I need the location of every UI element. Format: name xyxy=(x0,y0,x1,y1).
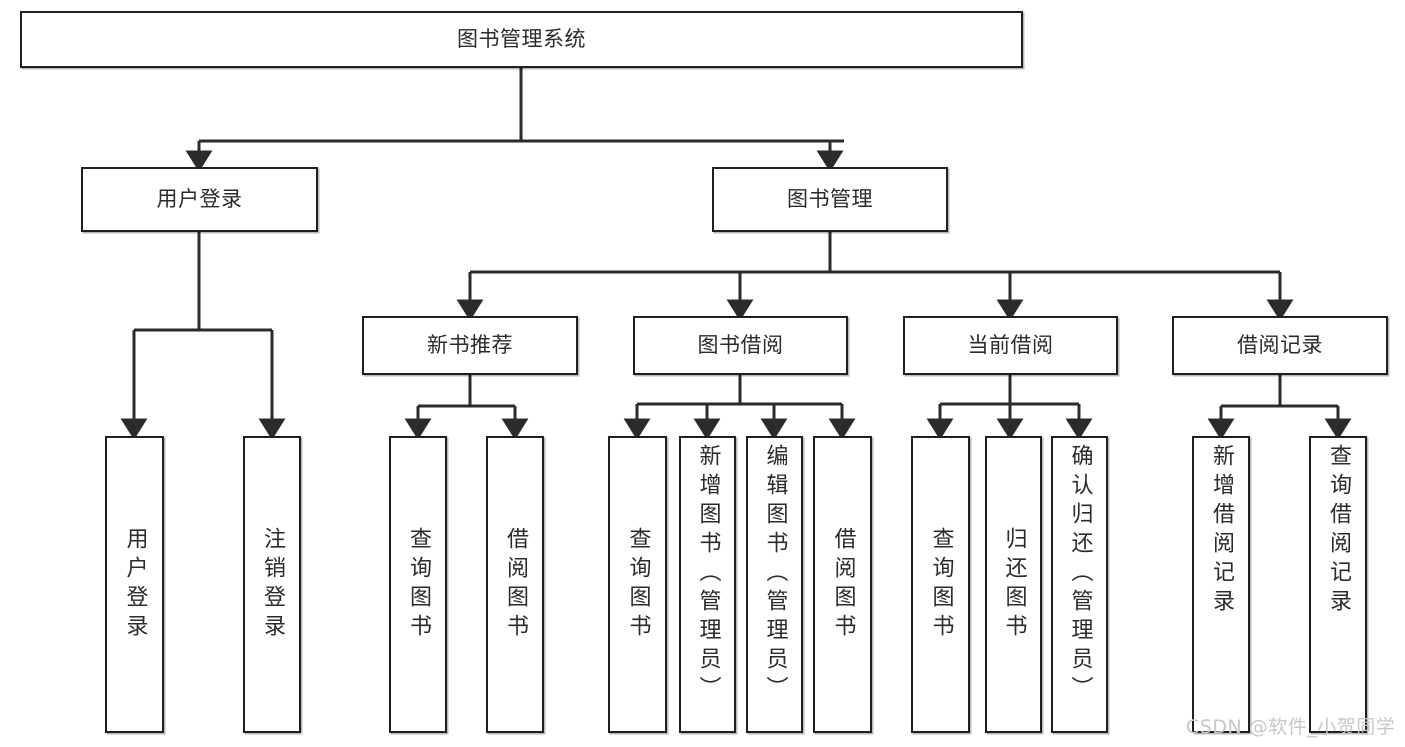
leaf-inner: 查询图书 xyxy=(610,438,665,731)
node-label: 新增图书（管理员） xyxy=(695,444,721,705)
leaf-borrow-book-rec[interactable]: 借阅图书 xyxy=(486,436,544,733)
node-label: 确认归还（管理员） xyxy=(1067,444,1093,705)
leaf-add-record[interactable]: 新增借阅记录 xyxy=(1192,436,1250,733)
node-label: 查询图书 xyxy=(928,526,954,643)
leaf-inner: 借阅图书 xyxy=(815,438,870,731)
leaf-inner: 确认归还（管理员） xyxy=(1053,438,1106,731)
node-label: 图书管理 xyxy=(787,187,873,212)
leaf-add-book[interactable]: 新增图书（管理员） xyxy=(679,436,736,733)
node-label: 注销登录 xyxy=(260,526,285,643)
leaf-inner: 查询图书 xyxy=(391,438,445,731)
node-borrowing-record[interactable]: 借阅记录 xyxy=(1172,316,1388,375)
node-new-book-recommendation[interactable]: 新书推荐 xyxy=(362,316,578,375)
leaf-inner: 注销登录 xyxy=(245,438,299,731)
leaf-inner: 新增图书（管理员） xyxy=(681,438,734,731)
leaf-inner: 归还图书 xyxy=(987,438,1040,731)
leaf-return-book[interactable]: 归还图书 xyxy=(985,436,1042,733)
leaf-inner: 编辑图书（管理员） xyxy=(748,438,801,731)
leaf-query-record[interactable]: 查询借阅记录 xyxy=(1309,436,1367,733)
node-label: 用户登录 xyxy=(156,187,243,212)
node-label: 查询图书 xyxy=(406,526,431,643)
leaf-logout[interactable]: 注销登录 xyxy=(243,436,301,733)
node-label: 查询图书 xyxy=(625,526,651,643)
node-book-management-system[interactable]: 图书管理系统 xyxy=(20,11,1023,68)
node-label: 借阅图书 xyxy=(830,526,856,643)
node-label: 新增借阅记录 xyxy=(1209,444,1234,618)
leaf-user-login[interactable]: 用户登录 xyxy=(105,436,164,733)
leaf-inner: 查询图书 xyxy=(913,438,968,731)
node-label: 用户登录 xyxy=(122,526,148,643)
node-label: 借阅记录 xyxy=(1237,333,1323,358)
node-label: 归还图书 xyxy=(1001,526,1027,643)
node-label: 图书管理系统 xyxy=(457,27,586,52)
leaf-inner: 借阅图书 xyxy=(488,438,542,731)
node-label: 新书推荐 xyxy=(427,333,513,358)
leaf-confirm-return[interactable]: 确认归还（管理员） xyxy=(1051,436,1108,733)
node-book-management[interactable]: 图书管理 xyxy=(712,167,948,232)
leaf-inner: 用户登录 xyxy=(107,438,162,731)
leaf-inner: 新增借阅记录 xyxy=(1194,438,1248,731)
leaf-inner: 查询借阅记录 xyxy=(1311,438,1365,731)
leaf-query-book-rec[interactable]: 查询图书 xyxy=(389,436,447,733)
node-label: 借阅图书 xyxy=(503,526,528,643)
node-label: 编辑图书（管理员） xyxy=(762,444,788,705)
node-label: 当前借阅 xyxy=(967,333,1054,358)
node-label: 查询借阅记录 xyxy=(1326,444,1351,618)
node-current-borrowing[interactable]: 当前借阅 xyxy=(903,316,1118,375)
watermark: CSDN @软件_小贺同学 xyxy=(1186,716,1396,738)
node-label: 图书借阅 xyxy=(697,333,784,358)
node-user-login[interactable]: 用户登录 xyxy=(81,167,318,232)
leaf-query-book-b[interactable]: 查询图书 xyxy=(608,436,667,733)
leaf-query-book-c[interactable]: 查询图书 xyxy=(911,436,970,733)
leaf-edit-book[interactable]: 编辑图书（管理员） xyxy=(746,436,803,733)
node-book-borrowing[interactable]: 图书借阅 xyxy=(633,316,848,375)
leaf-borrow-book-b[interactable]: 借阅图书 xyxy=(813,436,872,733)
